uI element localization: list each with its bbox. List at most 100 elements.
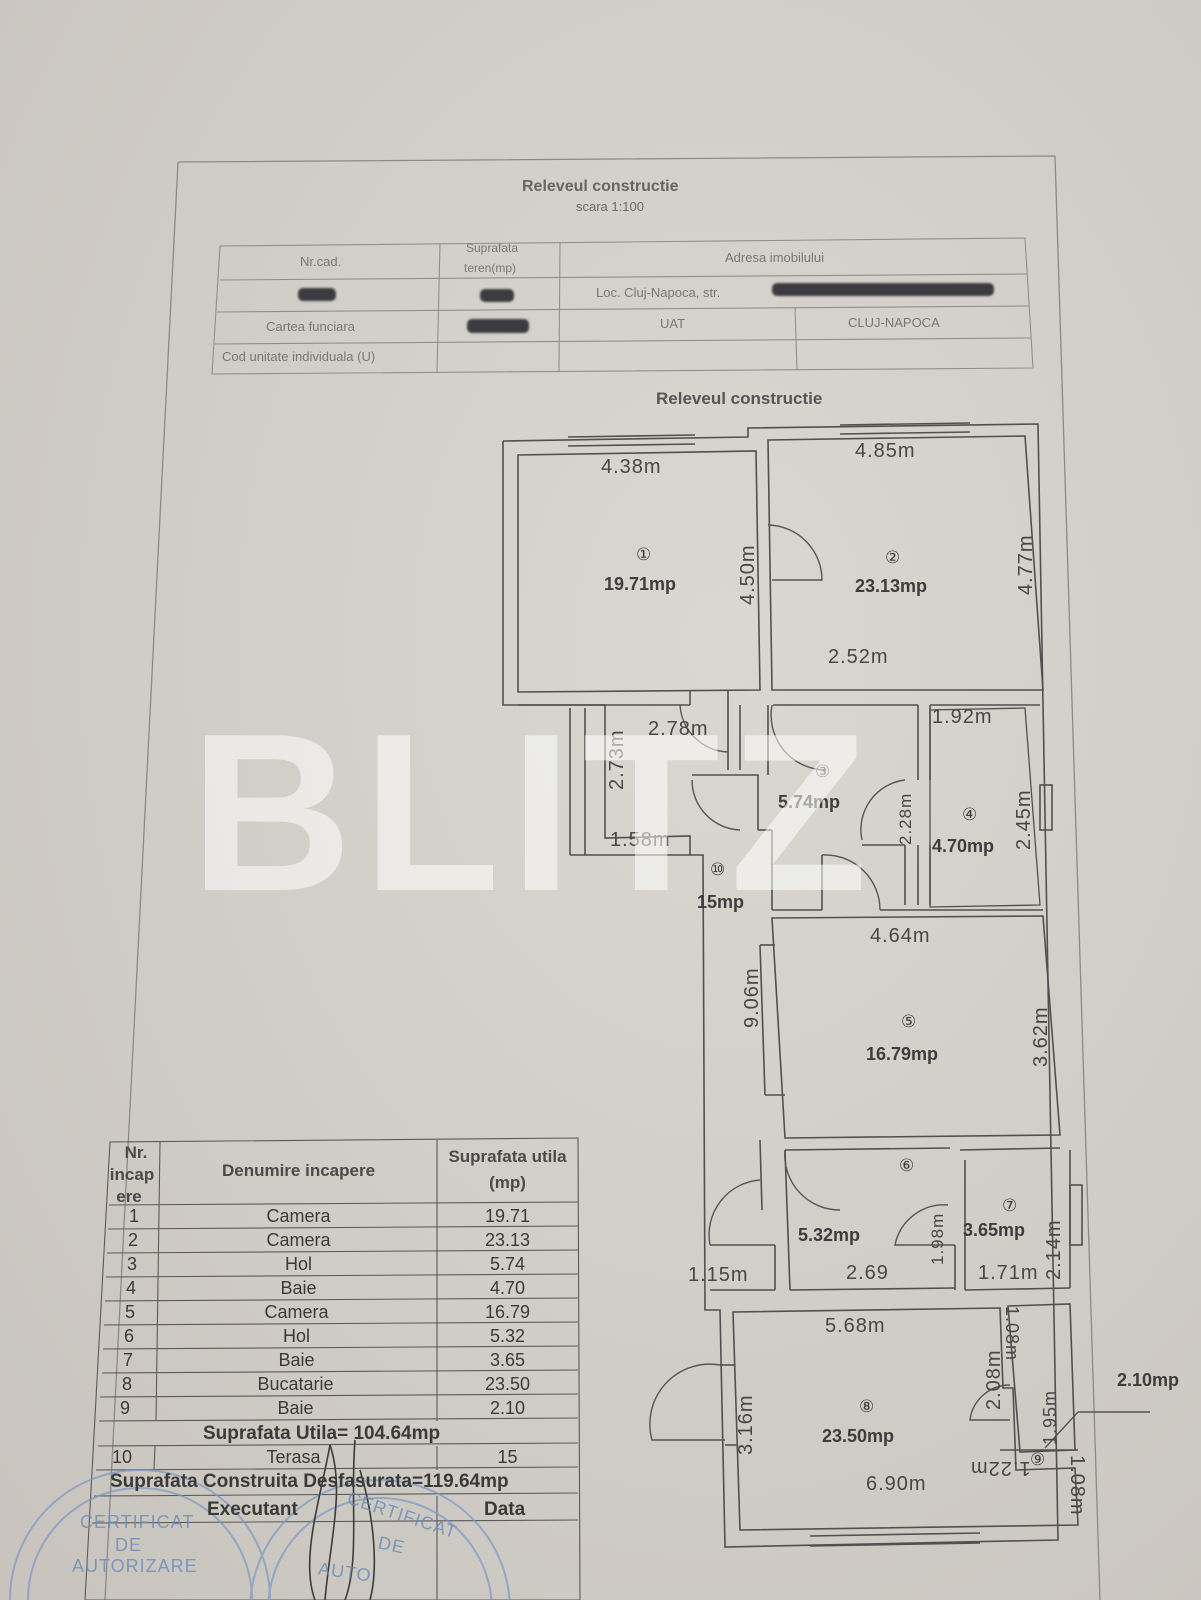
nr-cad-redacted <box>298 288 336 301</box>
watermark: BLITZ <box>190 686 878 938</box>
dim-terrace-width: 1.58m <box>610 829 671 851</box>
adresa-street-redacted <box>772 283 994 296</box>
adresa-value: Loc. Cluj-Napoca, str. <box>596 285 721 300</box>
table-row-9-nr: 9 <box>119 1398 130 1418</box>
cod-unitate-label: Cod unitate individuala (U) <box>222 349 376 364</box>
table-row-4-nr: 4 <box>125 1278 136 1298</box>
door-swings <box>649 524 1150 1449</box>
table-row-1-name: Camera <box>266 1206 331 1226</box>
stamp-left-line3: AUTORIZARE <box>72 1556 198 1576</box>
table-row-2-name: Camera <box>266 1230 331 1250</box>
table-row-1-nr: 1 <box>128 1206 139 1226</box>
room-5-number: ⑤ <box>901 1012 917 1031</box>
room-10-area: 15mp <box>697 892 745 912</box>
signature <box>308 1439 376 1600</box>
stamp-left-line1: CERTIFICAT <box>80 1512 195 1532</box>
table-header-area-2: (mp) <box>489 1173 526 1192</box>
table-row-9-area: 2.10 <box>489 1398 526 1418</box>
table-row-8-nr: 8 <box>121 1374 132 1394</box>
dim-r2-bottom: 2.52m <box>828 646 889 668</box>
header-table-grid <box>211 237 1034 375</box>
dim-r3-side: 2.28m <box>896 792 915 845</box>
dim-hall-top: 2.78m <box>648 718 709 740</box>
dim-r7-width: 1.71m <box>978 1262 1039 1284</box>
room-3-number: ③ <box>815 762 831 781</box>
total-built-area: Suprafata Construita Desfasurata=119.64m… <box>110 1471 509 1492</box>
table-row-3-name: Hol <box>284 1254 312 1274</box>
table-row-8-area: 23.50 <box>484 1374 531 1394</box>
room-8-area: 23.50mp <box>822 1426 895 1446</box>
document-title: Releveul constructie <box>522 178 679 195</box>
dim-r9-d: 1.08m <box>1066 1455 1088 1516</box>
table-row-5-area: 16.79 <box>484 1302 531 1322</box>
stamp-rings <box>9 1469 511 1600</box>
dim-r9-a: 1.08m <box>1002 1306 1022 1362</box>
dim-r6-height: 1.98m <box>928 1212 947 1265</box>
dim-r2-width: 4.85m <box>855 440 916 462</box>
table-row-10-nr: 10 <box>111 1447 133 1467</box>
dim-r8-bottom: 6.90m <box>866 1473 927 1495</box>
suprafata-teren-label-2: teren(mp) <box>464 261 517 275</box>
room-1-number: ① <box>636 545 652 564</box>
walls <box>502 422 1083 1548</box>
room-9-number: ⑨ <box>1030 1450 1046 1469</box>
room-10-number: ⑩ <box>710 860 726 879</box>
suprafata-teren-redacted <box>480 289 514 302</box>
table-row-6-name: Hol <box>282 1326 310 1346</box>
dim-r5-width: 4.64m <box>870 925 931 947</box>
dim-r4-width: 1.92m <box>932 706 993 728</box>
table-row-10-area: 15 <box>497 1447 518 1467</box>
table-header-nr-1: Nr. <box>124 1143 148 1162</box>
room-4-number: ④ <box>962 805 978 824</box>
table-row-3-nr: 3 <box>126 1254 137 1274</box>
document-scale: scara 1:100 <box>576 199 644 214</box>
dim-r7-height: 2.14m <box>1043 1219 1065 1280</box>
table-row-4-name: Baie <box>280 1278 317 1298</box>
dim-r9-b: 1.95m <box>1040 1389 1060 1445</box>
room-4-area: 4.70mp <box>932 836 995 856</box>
table-header-name: Denumire incapere <box>221 1161 376 1180</box>
room-7-area: 3.65mp <box>963 1220 1026 1240</box>
dim-terrace-length: 9.06m <box>741 967 763 1028</box>
room-2-number: ② <box>885 548 901 567</box>
room-8-number: ⑧ <box>859 1397 875 1416</box>
dim-r5-height: 3.62m <box>1030 1006 1052 1067</box>
table-row-1-area: 19.71 <box>484 1206 531 1226</box>
table-header-nr-3: ere <box>116 1187 142 1206</box>
table-row-5-name: Camera <box>264 1302 329 1322</box>
uat-label: UAT <box>660 316 686 331</box>
table-header-nr-2: incap <box>109 1165 155 1184</box>
dim-r8-left: 3.16m <box>735 1394 757 1455</box>
table-row-7-name: Baie <box>278 1350 315 1370</box>
table-row-9-name: Baie <box>277 1398 314 1418</box>
room-2-area: 23.13mp <box>855 576 928 596</box>
table-row-7-nr: 7 <box>122 1350 133 1370</box>
dim-r9-c: 1.22m <box>970 1457 1031 1479</box>
table-row-8-name: Bucatarie <box>257 1374 334 1394</box>
dim-r4-height: 2.45m <box>1013 789 1035 850</box>
cartea-funciara-redacted <box>467 319 529 333</box>
adresa-label: Adresa imobilului <box>725 250 824 265</box>
table-row-6-area: 5.32 <box>489 1326 526 1346</box>
table-row-5-nr: 5 <box>124 1302 135 1322</box>
room-7-number: ⑦ <box>1002 1196 1018 1215</box>
dim-r2-height: 4.77m <box>1015 534 1037 595</box>
plan-title: Releveul constructie <box>656 389 823 408</box>
dim-r6-left: 1.15m <box>688 1264 749 1286</box>
table-row-4-area: 4.70 <box>489 1278 526 1298</box>
room-3-area: 5.74mp <box>778 792 841 812</box>
room-1-area: 19.71mp <box>604 574 677 594</box>
dim-r1-width: 4.38m <box>601 456 662 478</box>
dim-r8-top: 5.68m <box>825 1315 886 1337</box>
room-6-area: 5.32mp <box>798 1225 861 1245</box>
room-5-area: 16.79mp <box>866 1044 939 1064</box>
dim-r1-height: 4.50m <box>737 544 759 605</box>
table-row-7-area: 3.65 <box>489 1350 526 1370</box>
uat-value: CLUJ-NAPOCA <box>848 315 940 330</box>
executant-label: Executant <box>207 1499 298 1520</box>
room-9-area: 2.10mp <box>1117 1370 1180 1390</box>
total-useful-area: Suprafata Utila= 104.64mp <box>203 1423 441 1444</box>
table-row-2-area: 23.13 <box>484 1230 531 1250</box>
